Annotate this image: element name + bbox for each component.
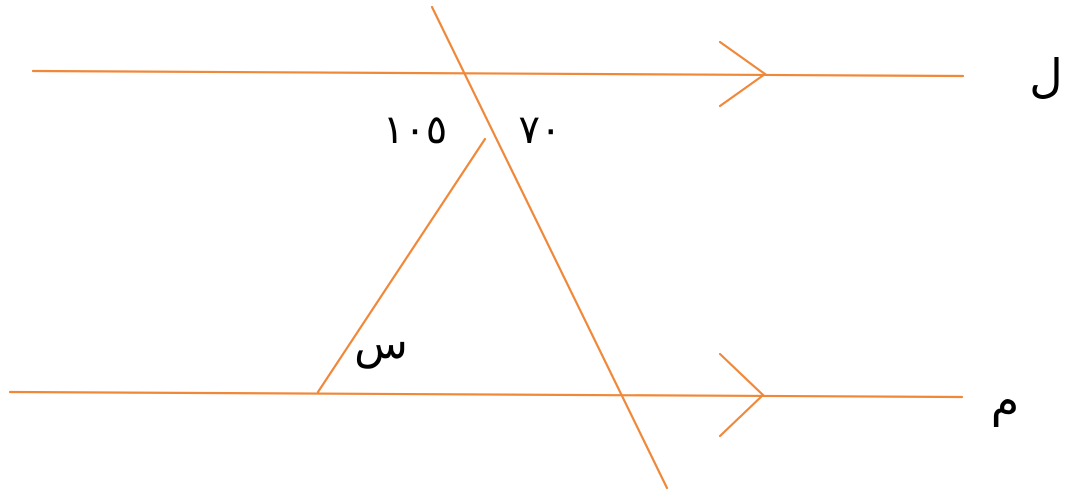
parallel-line-top xyxy=(31,69,965,78)
angle-label-105: ١٠٥ xyxy=(383,107,447,153)
transversal-line xyxy=(430,5,669,490)
triangle-side-segment xyxy=(316,137,487,394)
parallel-line-bottom xyxy=(8,390,964,399)
line-label-bottom: م xyxy=(991,373,1019,428)
parallel-arrow-bottom-icon xyxy=(718,352,765,438)
angle-label-unknown: س xyxy=(354,318,408,369)
angle-label-70: ٧٠ xyxy=(519,107,562,153)
parallel-arrow-top-icon xyxy=(718,40,767,108)
line-label-top: ل xyxy=(1029,49,1062,103)
